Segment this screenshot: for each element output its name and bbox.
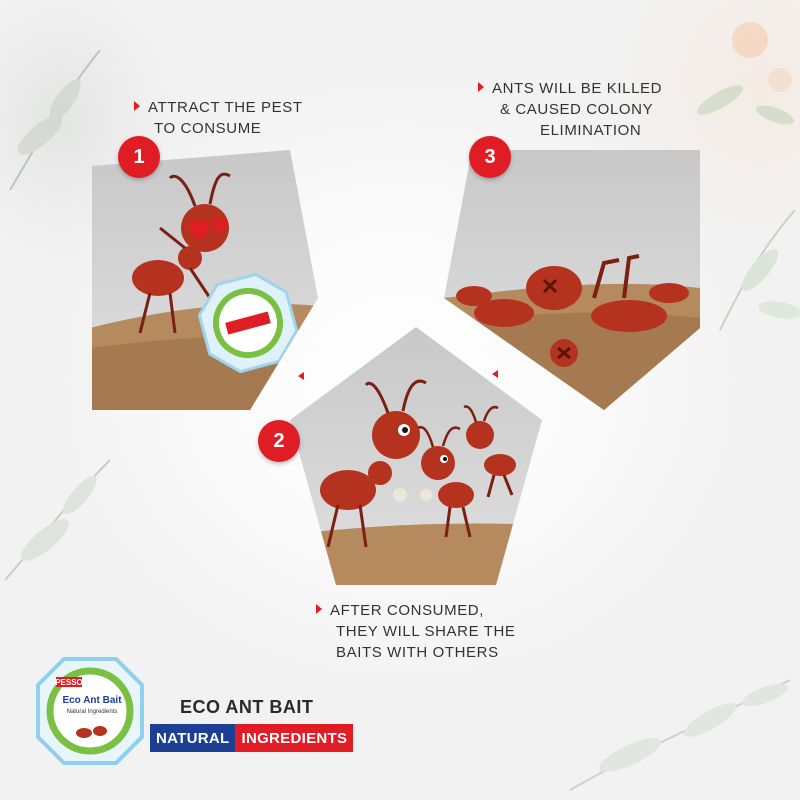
- bait-package-icon: PESSO Eco Ant Bait Natural Ingredients: [36, 657, 144, 765]
- tag-ingredients: INGREDIENTS: [235, 724, 354, 752]
- step-3-panel: [444, 148, 700, 410]
- arrow-bullet-icon: [316, 604, 322, 614]
- heart-eyes-icon: [190, 217, 228, 240]
- package-name: Eco Ant Bait: [62, 695, 122, 706]
- step-3-badge: 3: [469, 136, 511, 178]
- step-2-badge: 2: [258, 420, 300, 462]
- pointer-arrow-icon: [492, 370, 498, 378]
- dead-ant-icon: [456, 254, 689, 367]
- leaf-decoration-icon: [4, 459, 111, 581]
- step-1-badge: 1: [118, 136, 160, 178]
- bait-package-icon: [197, 272, 299, 374]
- ant-icon: [463, 405, 516, 498]
- ant-icon: [320, 379, 427, 548]
- leaf-decoration-icon: [9, 49, 101, 191]
- step-2-caption: AFTER CONSUMED, THEY WILL SHARE THE BAIT…: [316, 600, 516, 663]
- pointer-arrow-icon: [298, 372, 304, 380]
- step-1-caption: ATTRACT THE PEST TO CONSUME: [134, 97, 303, 139]
- leaf-decoration-icon: [569, 679, 791, 791]
- tag-natural: NATURAL: [150, 724, 236, 752]
- ant-icon: [417, 426, 474, 538]
- leaf-decoration-icon: [719, 209, 800, 331]
- step-3-caption: ANTS WILL BE KILLED & CAUSED COLONY ELIM…: [478, 78, 662, 141]
- product-title: ECO ANT BAIT: [180, 697, 314, 717]
- step-1-panel: [90, 148, 320, 410]
- flower-decoration-icon: [697, 22, 794, 125]
- ingredients-tag: NATURAL INGREDIENTS: [150, 724, 354, 752]
- package-brand: PESSO: [55, 678, 83, 687]
- arrow-bullet-icon: [478, 82, 484, 92]
- package-sub: Natural Ingredients: [67, 709, 118, 715]
- step-2-panel: [288, 325, 544, 587]
- arrow-bullet-icon: [134, 101, 140, 111]
